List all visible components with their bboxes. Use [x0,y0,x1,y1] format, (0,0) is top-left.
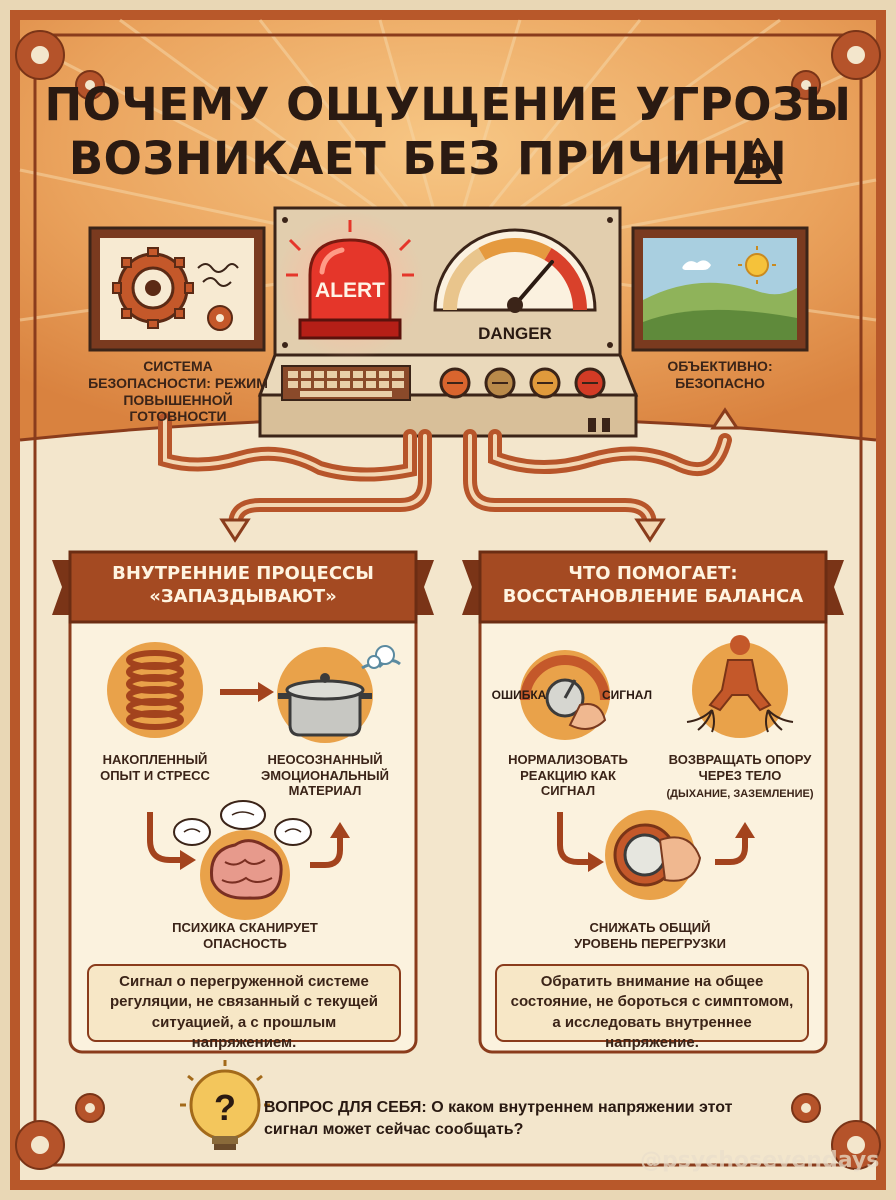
right-top-label: ОБЪЕКТИВНО: БЕЗОПАСНО [667,358,773,391]
gear-picture-icon [88,226,266,352]
warning-icon [734,138,782,184]
right-item-2-sub: (ДЫХАНИЕ, ЗАЗЕМЛЕНИЕ) [666,788,814,800]
spring-icon [107,642,203,738]
right-item-2-label: ВОЗВРАЩАТЬ ОПОРУ ЧЕРЕЗ ТЕЛО [668,752,812,783]
page-title-line2: ВОЗНИКАЕТ БЕЗ ПРИЧИНЫ [68,132,788,185]
question-text: О каком внутреннем напряжении этот сигна… [264,1099,733,1138]
left-top-label: СИСТЕМА БЕЗОПАСНОСТИ: РЕЖИМ ПОВЫШЕННОЙ Г… [88,358,268,425]
left-banner: ВНУТРЕННИЕ ПРОЦЕССЫ «ЗАПАЗДЫВАЮТ» [112,563,374,607]
right-item-1-label: НОРМАЛИЗОВАТЬ РЕАКЦИЮ КАК СИГНАЛ [508,752,628,799]
right-item-3-label: СНИЖАТЬ ОБЩИЙ УРОВЕНЬ ПЕРЕГРУЗКИ [574,920,726,951]
question-block: ВОПРОС ДЛЯ СЕБЯ: О каком внутреннем напр… [264,1097,744,1140]
left-note: Сигнал о перегруженной системе регуляции… [109,973,379,1051]
knob-hand-icon [605,810,702,900]
left-item-1-label: НАКОПЛЕННЫЙ ОПЫТ И СТРЕСС [100,752,210,783]
question-prefix: ВОПРОС ДЛЯ СЕБЯ: [264,1099,427,1116]
left-item-2-label: НЕОСОЗНАННЫЙ ЭМОЦИОНАЛЬНЫЙ МАТЕРИАЛ [260,752,389,799]
steaming-pot-icon [277,645,401,743]
grounded-body-icon [686,635,794,738]
svg-text:?: ? [214,1087,236,1128]
right-note: Обратить внимание на общее состояние, не… [510,973,794,1051]
watermark: @psychosevendays [640,1148,880,1173]
page-title-line1: ПОЧЕМУ ОЩУЩЕНИЕ УГРОЗЫ [44,78,852,131]
dial-hand-icon [520,650,610,740]
dial-left-label: ОШИБКА [492,688,547,702]
lightbulb-icon: ? [180,1060,270,1150]
left-item-3-label: ПСИХИКА СКАНИРУЕТ ОПАСНОСТЬ [172,920,318,951]
dial-right-label: СИГНАЛ [602,688,652,702]
gauge-label: DANGER [478,324,552,343]
landscape-picture-icon [631,226,809,352]
alert-label: ALERT [315,279,385,302]
control-console: ALERT DANGER [257,206,639,438]
arrow-right-icon [220,682,274,702]
right-banner: ЧТО ПОМОГАЕТ: ВОССТАНОВЛЕНИЕ БАЛАНСА [502,563,804,607]
brain-icon [173,800,312,920]
